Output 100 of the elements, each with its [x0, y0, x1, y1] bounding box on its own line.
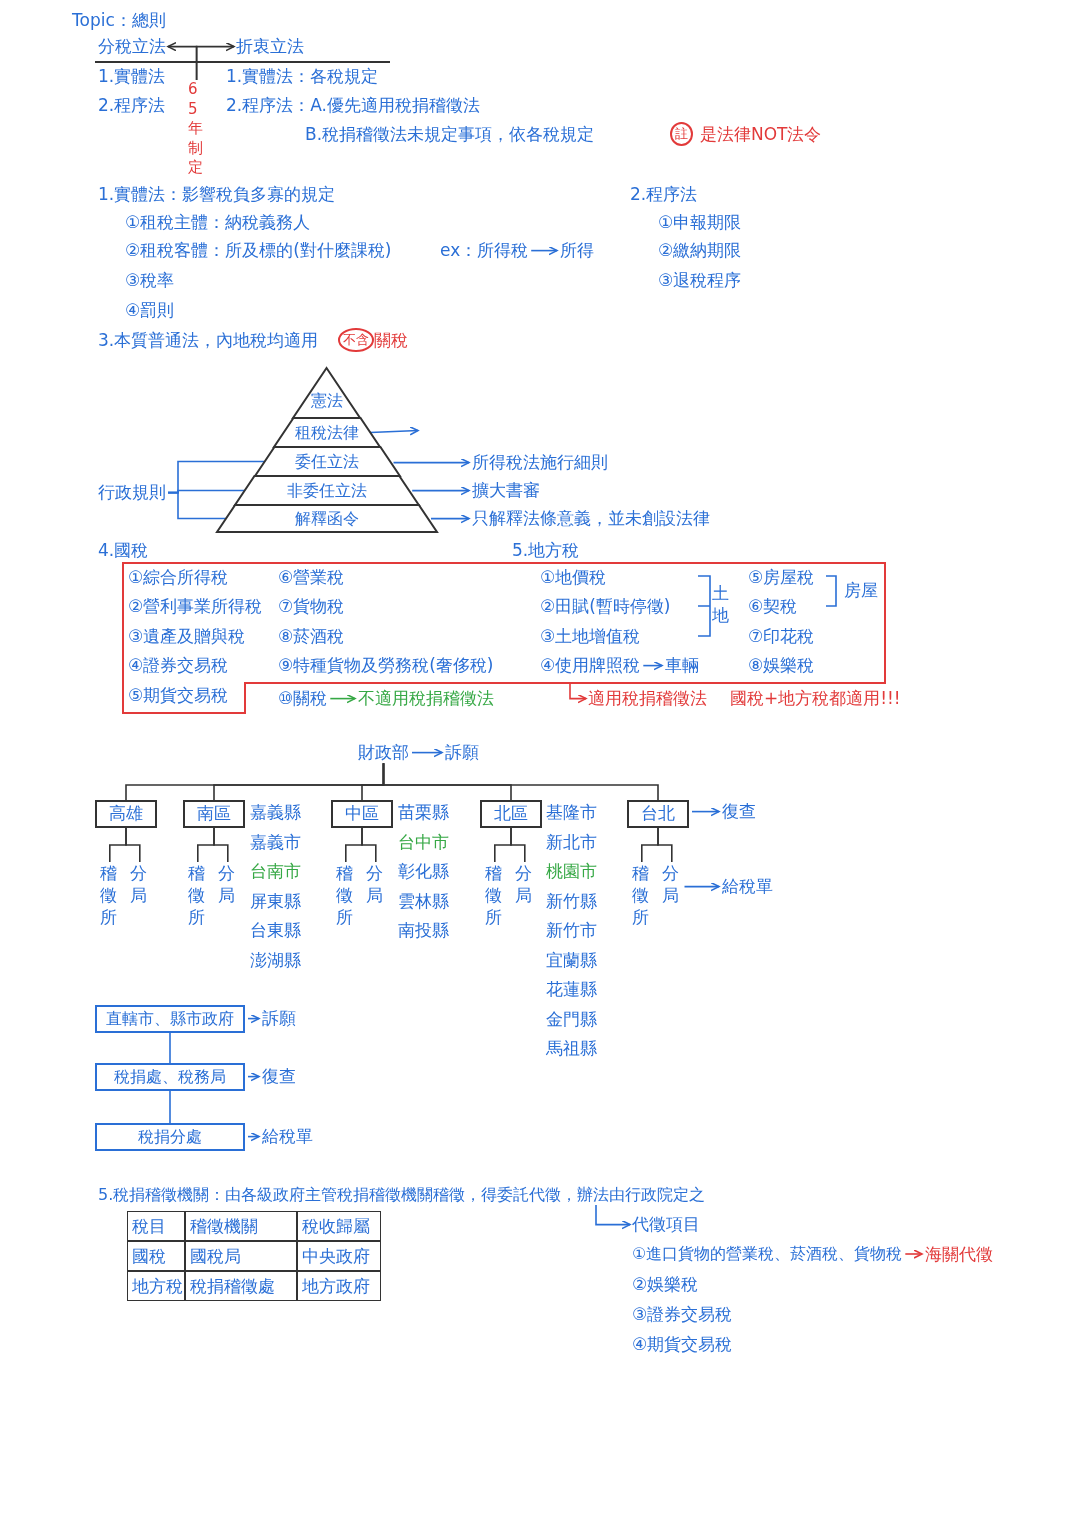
place-name: 金門縣	[546, 1008, 597, 1030]
exclusion-mark: 不含	[338, 328, 374, 353]
connector-line	[169, 1090, 171, 1124]
text-label: 所得稅法施行細則	[472, 452, 608, 474]
place-name: 嘉義縣	[250, 802, 301, 824]
table-cell: 稅收歸屬	[297, 1211, 382, 1242]
text-label: 折衷立法	[236, 36, 304, 58]
note-text: ③證券交易稅	[632, 1304, 733, 1326]
tax-item: ⑧菸酒稅	[278, 626, 345, 648]
arrow	[595, 1204, 631, 1230]
connector-line	[125, 827, 141, 863]
org-box: 直轄市、縣市政府	[95, 1005, 245, 1033]
note-text: ②繳納期限	[658, 240, 742, 262]
arrow	[392, 457, 470, 468]
table-cell: 稽徵機關	[185, 1211, 298, 1242]
text-label: 稽徵所	[632, 862, 652, 929]
pyramid-layer: 解釋函令	[217, 505, 437, 532]
connector-line	[167, 491, 227, 520]
arrow	[569, 682, 587, 704]
note-text: ①租稅主體：納稅義務人	[125, 212, 311, 234]
text-label: 分稅立法	[98, 36, 166, 58]
tax-item: ②田賦(暫時停徵)	[540, 596, 671, 618]
note-text: ④期貨交易稅	[632, 1334, 733, 1356]
org-box: 中區	[331, 800, 393, 828]
arrow	[195, 41, 235, 81]
note-text: 2.程序法：A.優先適用稅捐稽徵法	[226, 95, 480, 117]
year-note: 65年制定	[188, 80, 206, 178]
text-label: 分局	[366, 862, 386, 907]
note-text: 2.程序法	[630, 184, 698, 206]
text-label: ①進口貨物的營業稅、菸酒稅、貨物稅	[632, 1244, 903, 1264]
arrow	[411, 485, 470, 496]
note-text: 2.程序法	[98, 95, 166, 117]
text-label: 訴願	[262, 1008, 296, 1030]
text-label: ex：所得稅	[440, 240, 529, 262]
arrow	[683, 881, 720, 892]
pyramid-layer: 租稅法律	[274, 418, 380, 447]
connector-line	[657, 827, 673, 863]
table-cell: 稅目	[127, 1211, 186, 1242]
tax-item: ④證券交易稅	[128, 655, 229, 677]
place-name: 屏東縣	[250, 890, 301, 912]
group-label: 行政規則	[98, 482, 166, 504]
place-name: 彰化縣	[398, 861, 449, 883]
note-text: 關稅	[374, 330, 408, 352]
note-text: B.稅捐稽徵法未規定事項，依各稅規定	[305, 124, 595, 146]
table-cell: 地方稅	[127, 1271, 186, 1302]
tax-item: ⑦印花稅	[748, 626, 815, 648]
text-label: 所得	[560, 240, 594, 262]
text-label: 分局	[218, 862, 238, 907]
text-label: 分局	[130, 862, 150, 907]
pyramid-layer: 非委任立法	[235, 476, 419, 505]
tax-item: ⑧娛樂稅	[748, 655, 815, 677]
place-name: 基隆市	[546, 802, 597, 824]
org-box: 稅捐處、稅務局	[95, 1063, 245, 1091]
arrow	[329, 693, 356, 704]
tax-item: ①綜合所得稅	[128, 567, 229, 589]
connector-line	[169, 1032, 171, 1064]
note-text: 1.實體法：影響稅負多寡的規定	[98, 184, 336, 206]
note-sentence: 5.稅捐稽徵機關：由各級政府主管稅捐稽徵機關稽徵，得委託代徵，辦法由行政院定之	[98, 1185, 706, 1205]
note-text: 3.本質普通法，內地稅均適用	[98, 330, 319, 352]
note-text: 5.地方稅	[512, 540, 580, 562]
note-text: ④罰則	[125, 300, 175, 322]
note-text: 1.實體法：各稅規定	[226, 66, 379, 88]
tax-item: ③土地增值稅	[540, 626, 641, 648]
arrow	[247, 1071, 260, 1082]
arrow	[691, 806, 720, 817]
pyramid-layer: 憲法	[293, 368, 361, 418]
table-cell: 國稅	[127, 1241, 186, 1272]
text-label: 只解釋法條意義，並未創設法律	[472, 508, 710, 530]
arrow	[904, 1249, 923, 1259]
org-box: 南區	[183, 800, 245, 828]
arrow	[411, 747, 443, 758]
table-cell: 稅捐稽徵處	[185, 1271, 298, 1302]
arrow	[642, 660, 663, 671]
ministry-label: 財政部	[358, 742, 409, 764]
text-label: 適用稅捐稽徵法	[588, 688, 707, 710]
tax-item: ⑤房屋稅	[748, 567, 815, 589]
page-title: Topic：總則	[72, 10, 166, 32]
note-text: ③退稅程序	[658, 270, 742, 292]
text-label: 給稅單	[262, 1126, 313, 1148]
text-label: 稽徵所	[100, 862, 120, 929]
place-name: 宜蘭縣	[546, 949, 597, 971]
place-name: 台南市	[250, 861, 301, 883]
note-mark: 註	[670, 122, 693, 147]
text-label: 代徵項目	[632, 1214, 700, 1236]
table-cell: 國稅局	[185, 1241, 298, 1272]
text-label: 訴願	[445, 742, 479, 764]
text-label: 分局	[662, 862, 682, 907]
tax-item: ③遺產及贈與稅	[128, 626, 246, 648]
place-name: 苗栗縣	[398, 802, 449, 824]
arrow	[530, 245, 558, 256]
text-label: 稽徵所	[336, 862, 356, 929]
tax-item: ④使用牌照稅	[540, 655, 641, 677]
place-name: 嘉義市	[250, 831, 301, 853]
place-name: 桃園市	[546, 861, 597, 883]
place-name: 馬祖縣	[546, 1038, 597, 1060]
text-label: 復查	[262, 1066, 296, 1088]
note-text: ②娛樂稅	[632, 1274, 699, 1296]
tax-item: 車輛	[665, 655, 699, 677]
text-label: 給稅單	[722, 876, 773, 898]
note-text: ②租稅客體：所及標的(對什麼課稅)	[125, 240, 392, 262]
